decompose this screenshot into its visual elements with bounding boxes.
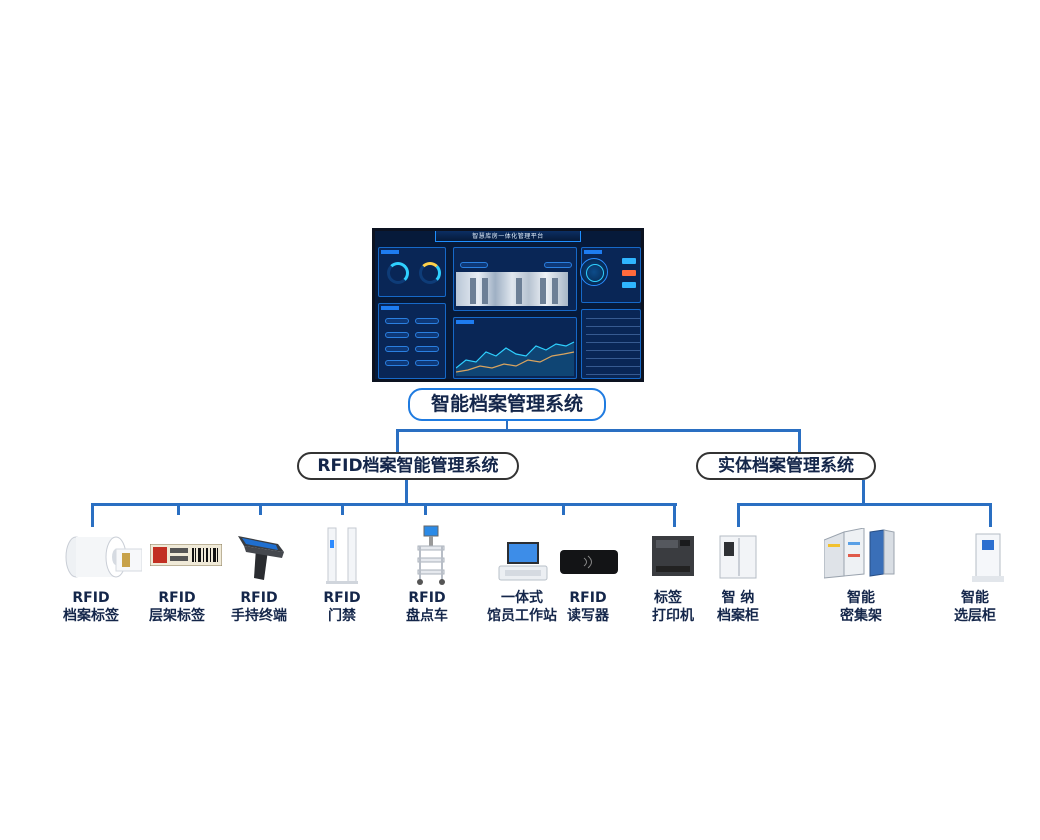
connector-physical-bar [737,503,992,506]
connector-physical-stem [862,480,865,504]
dashboard-line-chart [456,341,575,376]
connector-rfid-drop-3 [259,503,262,515]
mobile-shelving-image [824,528,895,579]
connector-rfid-drop-6 [562,503,565,515]
gauge-2 [419,262,441,284]
connector-rfid-drop-8 [673,503,676,527]
connector-physical-drop-3 [989,503,992,527]
connector-rfid-stem [405,480,408,504]
panel-controls [378,303,446,379]
inventory-cart-image [417,525,445,585]
printer-image [652,536,694,576]
dashboard-screenshot: 智慧库房一体化管理平台 [372,228,644,382]
connector-root-stem [506,421,508,431]
dashboard-title-bar [435,231,581,242]
shelf-label-image [150,544,222,566]
warehouse-photo [456,272,568,306]
layer-cabinet-image [972,533,1004,582]
panel-table [581,309,641,379]
connector-to-rfid [396,429,399,452]
handheld-terminal-image [238,536,284,580]
connector-to-physical [798,429,801,452]
connector-rfid-bar [91,503,677,506]
panel-gauges [378,247,446,297]
panel-chart [453,317,577,379]
gate-image [326,527,358,584]
radar-widget [580,258,608,286]
reader-image [560,550,618,574]
physical-system-box: 实体档案管理系统 [696,452,876,480]
workstation-image [498,542,548,581]
rfid-system-box: RFID档案智能管理系统 [297,452,519,480]
gauge-1 [387,262,409,284]
connector-rfid-drop-2 [177,503,180,515]
connector-physical-drop-1 [737,503,740,527]
tag-roll-image [65,536,142,578]
connector-rfid-drop-4 [341,503,344,515]
connector-root-bar [396,429,801,432]
smart-cabinet-image [719,535,757,579]
connector-rfid-drop-1 [91,503,94,527]
root-system-box: 智能档案管理系统 [408,388,606,421]
connector-rfid-drop-5 [424,503,427,515]
dashboard-title: 智慧库房一体化管理平台 [472,233,544,240]
